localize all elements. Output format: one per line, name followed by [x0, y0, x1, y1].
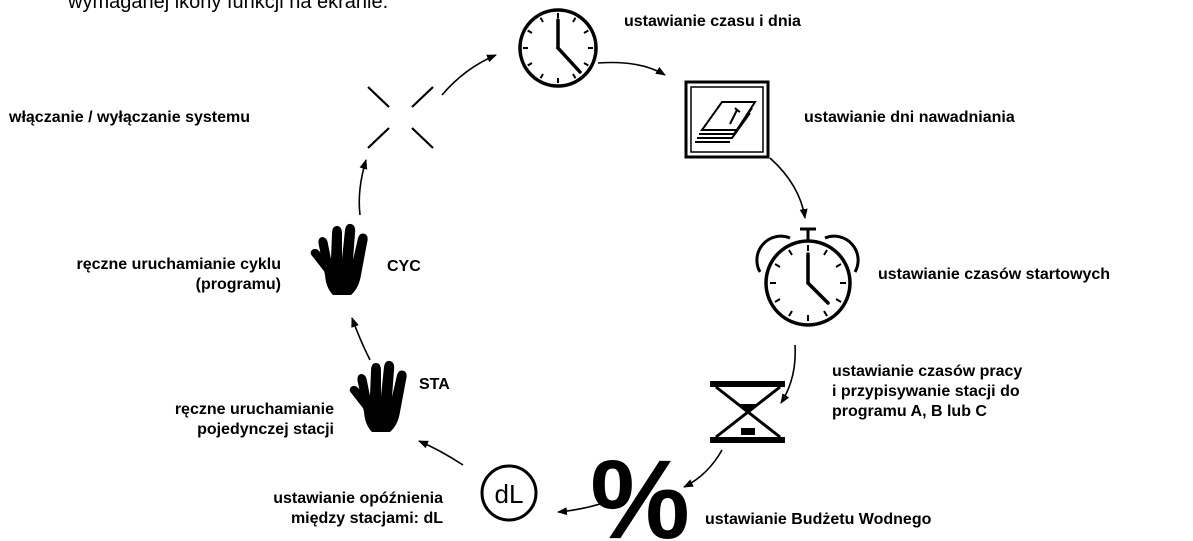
arrow-cyc-to-x: [358, 159, 368, 216]
alarm-clock-icon: [755, 227, 860, 327]
label-station-delay: ustawianie opóźnienia między stacjami: d…: [273, 490, 443, 527]
hourglass-icon: [710, 381, 785, 443]
label-time-day: ustawianie czasu i dnia: [624, 13, 801, 30]
label-run-times: ustawianie czasów pracy i przypisywanie …: [832, 363, 1023, 420]
hand-sta-icon: [349, 360, 407, 432]
percent-icon: %: [590, 437, 690, 541]
sta-label: STA: [419, 376, 450, 393]
cycle-arrows: [351, 54, 808, 516]
calendar-icon: [684, 80, 770, 159]
delay-dl-icon: dL: [480, 464, 538, 522]
label-watering-days: ustawianie dni nawadniania: [804, 109, 1015, 126]
arrow-clock-to-calendar: [597, 61, 666, 76]
arrow-hourglass-to-percent: [683, 449, 723, 488]
hand-cyc-icon: [310, 223, 368, 295]
delay-dl-text: dL: [495, 479, 524, 509]
label-water-budget: ustawianie Budżetu Wodnego: [705, 511, 932, 528]
cyc-label: CYC: [387, 258, 421, 275]
label-start-times: ustawianie czasów startowych: [878, 266, 1111, 283]
top-text: wymaganej ikony funkcji na ekranie.: [68, 0, 389, 13]
off-x-icon: [367, 86, 434, 149]
label-manual-station: ręczne uruchamianie pojedynczej stacji: [174, 401, 334, 438]
arrow-sta-to-cyc: [351, 317, 371, 361]
arrow-alarm-to-hourglass: [780, 344, 797, 404]
label-system-onoff: włączanie / wyłączanie systemu: [9, 109, 251, 126]
arrow-delay-to-sta: [418, 440, 464, 466]
arrow-calendar-to-alarm: [769, 157, 808, 219]
arrow-percent-to-delay: [557, 503, 601, 516]
label-manual-cycle: ręczne uruchamianie cyklu (programu): [76, 256, 281, 293]
clock-icon: [518, 8, 598, 88]
arrow-x-to-clock: [441, 54, 497, 96]
